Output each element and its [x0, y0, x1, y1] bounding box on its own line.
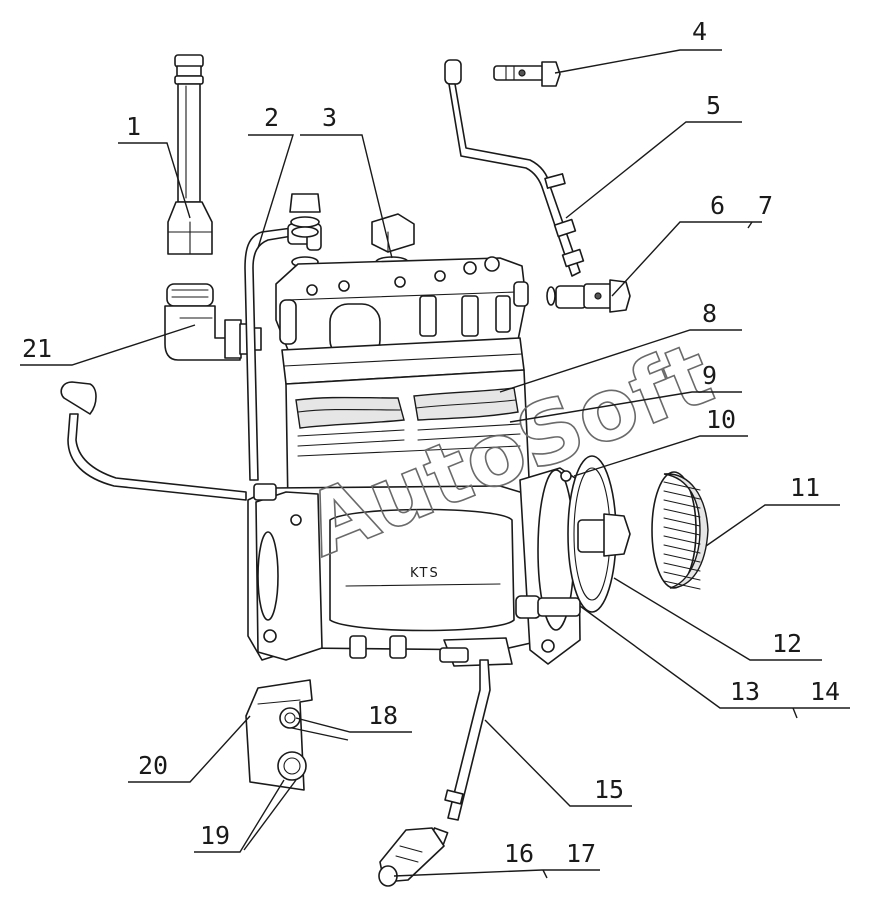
callout-7: 7: [758, 191, 773, 220]
part-11-drive-gear: [651, 471, 709, 590]
callout-8: 8: [702, 299, 717, 328]
crank-housing: [329, 508, 515, 632]
callout-16: 16: [504, 839, 534, 868]
part-bent-oil-pipe: [60, 381, 247, 501]
callout-5: 5: [706, 91, 721, 120]
gear-tooth: [663, 490, 701, 500]
callout-12: 12: [772, 629, 802, 658]
compressor-assembly: KTS: [247, 193, 581, 667]
front-cover: [255, 491, 323, 661]
callout-4: 4: [692, 17, 707, 46]
gear-tooth: [663, 544, 701, 554]
callout-3: 3: [322, 103, 337, 132]
callout-13: 13: [730, 677, 760, 706]
gear-tooth: [663, 571, 701, 581]
gear-tooth: [663, 481, 701, 491]
callout-6: 6: [710, 191, 725, 220]
callout-18: 18: [368, 701, 398, 730]
callout-19: 19: [200, 821, 230, 850]
callout-10: 10: [706, 405, 736, 434]
head-bolt-left: [289, 193, 321, 268]
cylinder-head: [275, 257, 527, 351]
callout-9: 9: [702, 361, 717, 390]
part-1-tube-fitting: [167, 54, 213, 255]
part-6-7-union-fitting: [546, 279, 631, 313]
callout-1: 1: [126, 112, 141, 141]
part-21-elbow-fitting: [164, 283, 262, 361]
gear-tooth: [663, 562, 701, 572]
gear-tooth: [663, 526, 701, 536]
callout-2: 2: [264, 103, 279, 132]
gear-tooth: [663, 580, 701, 590]
leader-lines: [20, 49, 850, 879]
callout-14: 14: [810, 677, 840, 706]
callout-20: 20: [138, 751, 168, 780]
gear-teeth: [663, 481, 701, 590]
gear-tooth: [663, 553, 701, 563]
gear-tooth: [663, 499, 701, 509]
callout-17: 17: [566, 839, 596, 868]
cooling-fins: [295, 387, 521, 457]
callout-21: 21: [22, 334, 52, 363]
part-20-bracket: [245, 679, 313, 791]
part-5-air-pipe: [444, 59, 585, 277]
callout-labels: 1 2 3 4 5 6 7 8 9 10 11 12 13 14 15 16 1…: [22, 17, 840, 868]
callout-15: 15: [594, 775, 624, 804]
shaft-nut: [577, 513, 631, 557]
body-marking: KTS: [410, 566, 440, 581]
gear-tooth: [663, 535, 701, 545]
part-4-banjo-bolt: [493, 61, 561, 87]
part-15-oil-pipe: [378, 659, 491, 887]
callout-11: 11: [790, 473, 820, 502]
gear-tooth: [663, 517, 701, 527]
gear-tooth: [663, 508, 701, 518]
